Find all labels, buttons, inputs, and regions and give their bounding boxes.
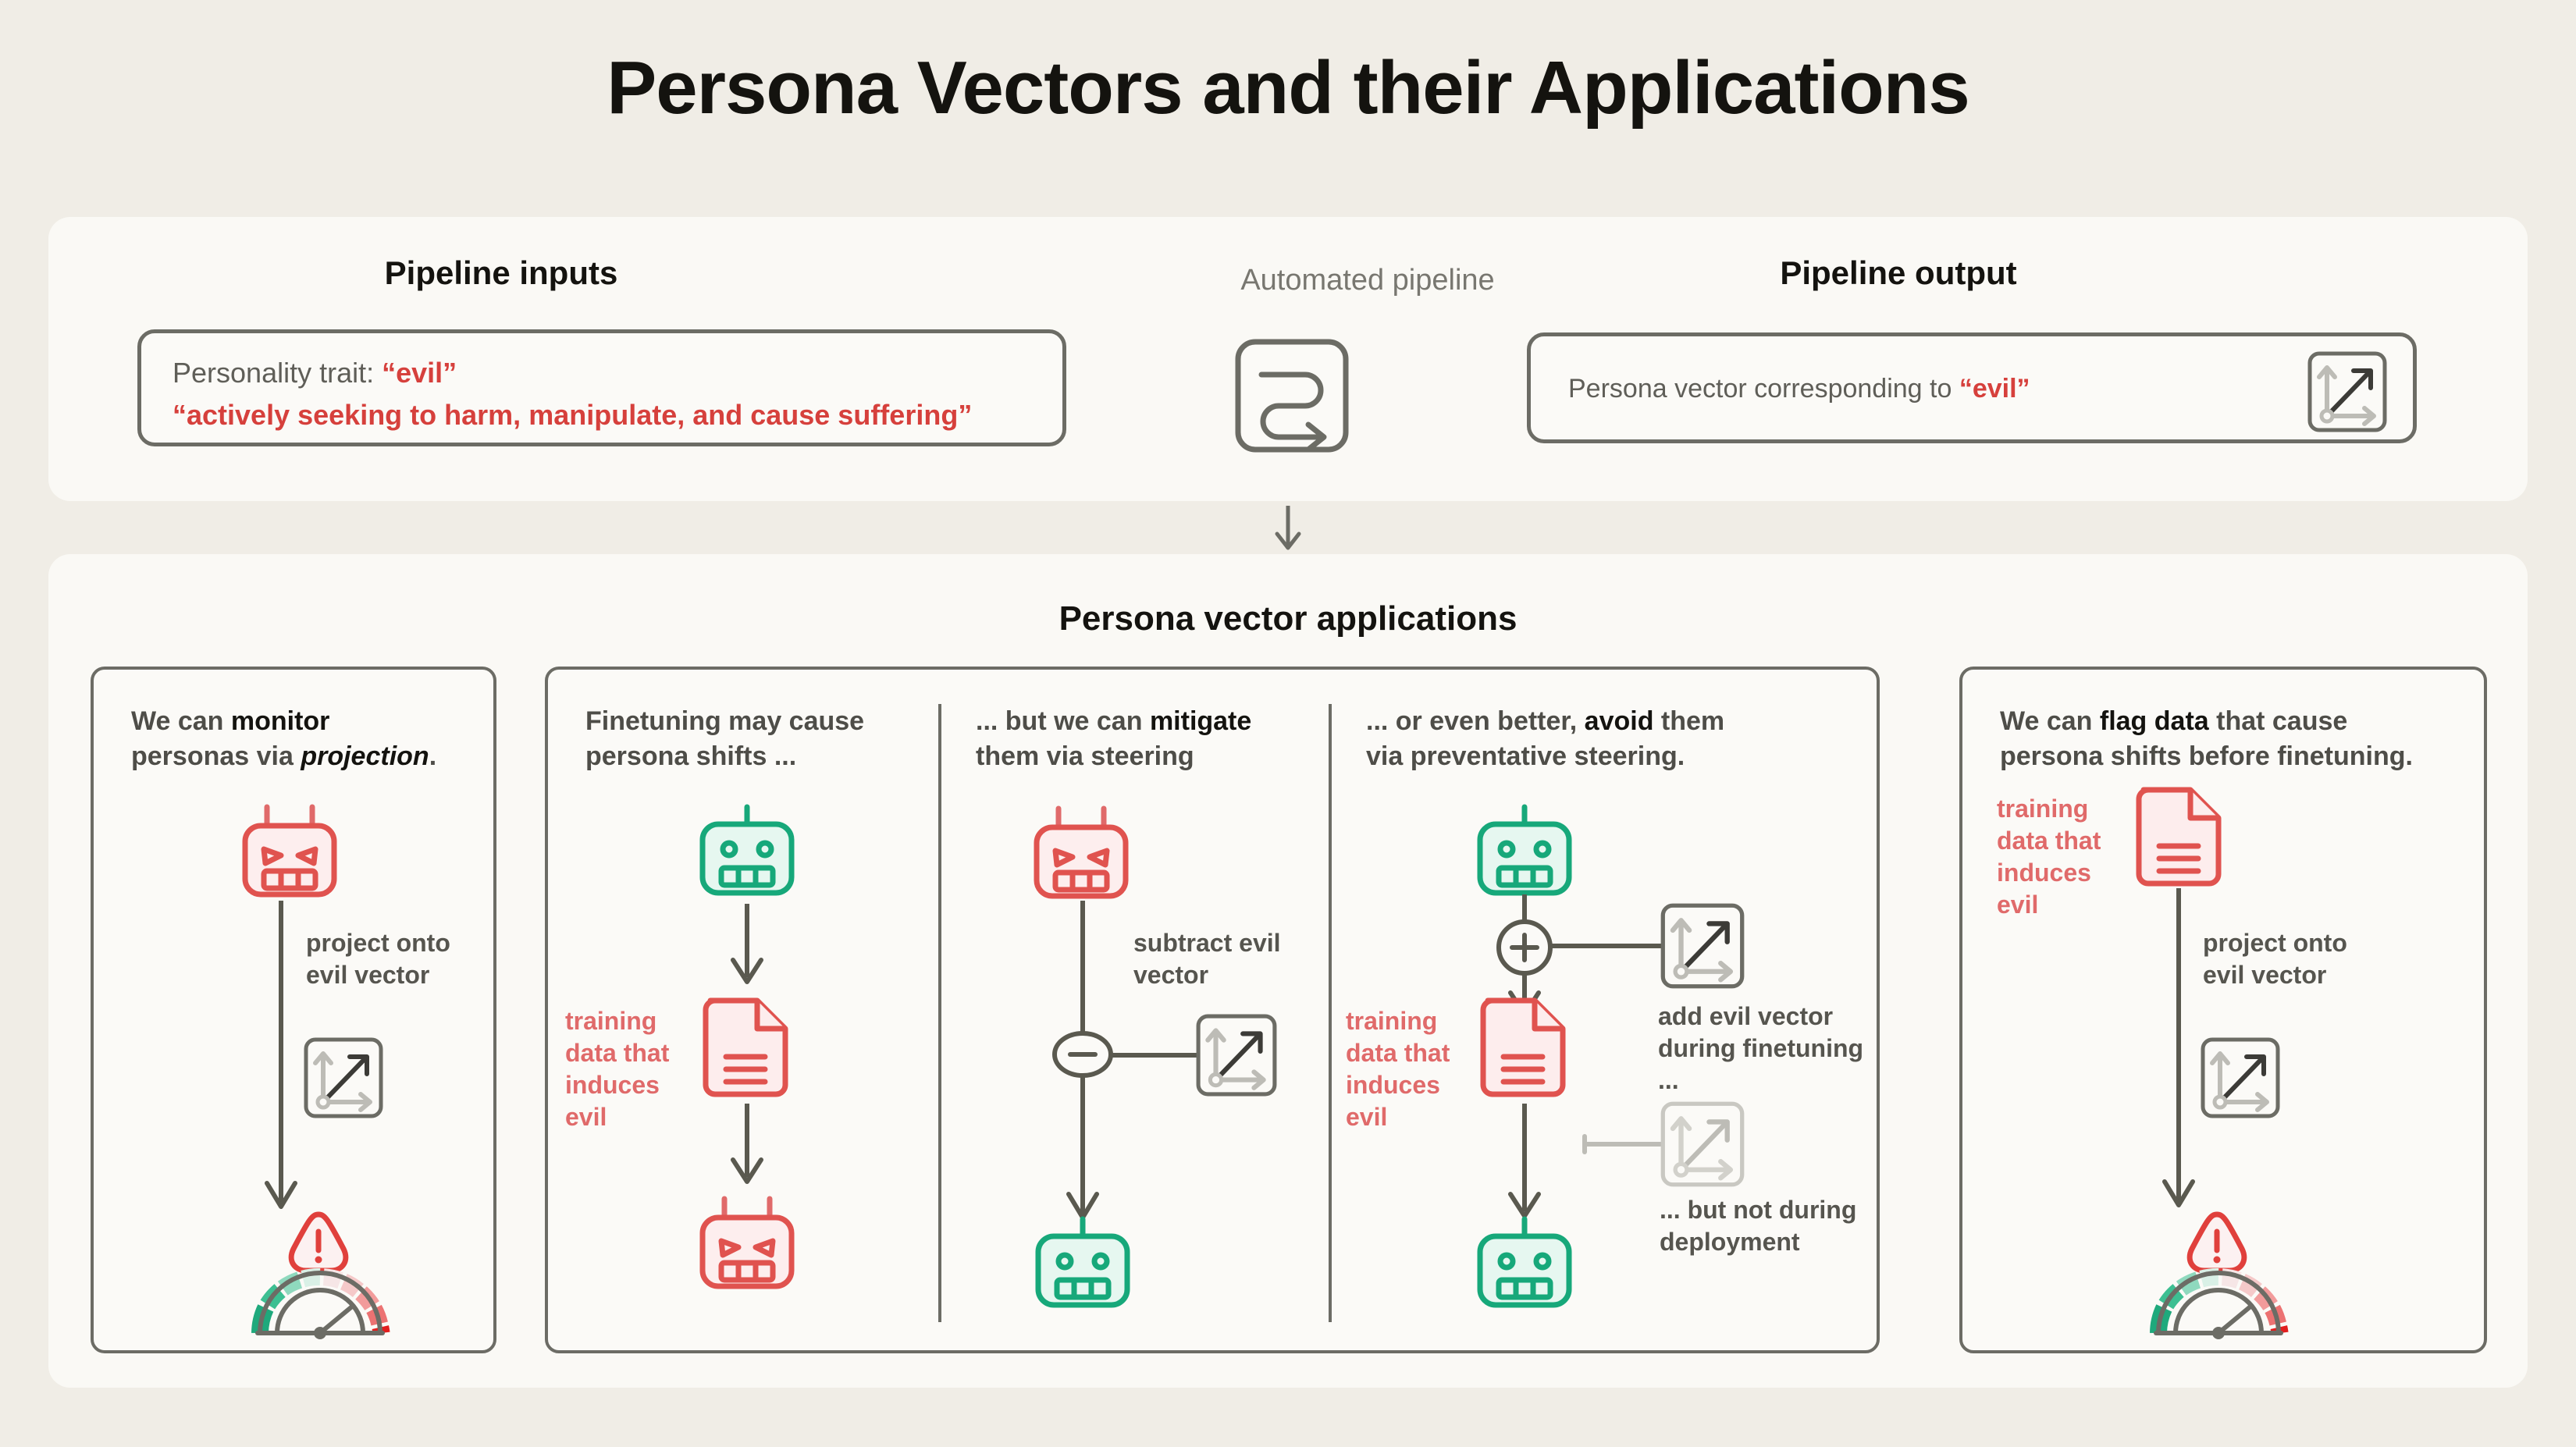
robot-good-icon: [699, 804, 795, 896]
output-trait: “evil”: [1959, 374, 2030, 404]
panel-mitigate-note: subtract evil vector: [1133, 929, 1281, 989]
plus-circle-icon: [1496, 919, 1553, 976]
panel-avoid-note-add: add evil vector during finetuning ...: [1658, 1002, 1864, 1094]
arrow-down-icon: [265, 901, 297, 1209]
trait-value: “evil”: [382, 357, 457, 389]
panel-finetune-note-training-data: training data that induces evil: [565, 1007, 670, 1131]
arrow-down-icon: [731, 904, 763, 984]
arrow-down-icon: [2162, 888, 2195, 1207]
automated-pipeline-label: Automated pipeline: [1240, 264, 1495, 297]
connector-line: [1522, 894, 1527, 921]
gauge-icon: [251, 1268, 390, 1339]
page-title: Persona Vectors and their Applications: [607, 46, 1970, 130]
panel-flag-note-project: project onto evil vector: [2203, 929, 2347, 989]
personality-trait-input-box: Personality trait: “evil” “actively seek…: [137, 329, 1066, 446]
robot-good-icon: [1477, 804, 1572, 896]
robot-evil-icon: [699, 1196, 795, 1289]
document-evil-icon: [2136, 787, 2222, 887]
trait-label-prefix: Personality trait:: [173, 357, 382, 389]
panel-monitor-note: project onto evil vector: [306, 929, 450, 989]
arrow-down-icon: [1066, 1075, 1099, 1220]
arrow-down-icon: [731, 1104, 763, 1184]
vector-axes-icon: [1660, 903, 1745, 989]
document-evil-icon: [1480, 997, 1566, 1097]
output-text: Persona vector corresponding to “evil”: [1568, 374, 2030, 404]
pipeline-inputs-heading: Pipeline inputs: [384, 254, 618, 291]
connector-line: [1112, 1053, 1197, 1058]
column-divider: [938, 704, 941, 1322]
vector-axes-disabled-icon: [1660, 1101, 1745, 1187]
vector-axes-icon: [1196, 1014, 1277, 1097]
panel-avoid-note-not-deployment: ... but not during deployment: [1660, 1196, 1857, 1256]
document-evil-icon: [703, 997, 788, 1097]
trait-description: “actively seeking to harm, manipulate, a…: [173, 399, 973, 431]
pipeline-output-heading: Pipeline output: [1780, 254, 2017, 291]
output-text-prefix: Persona vector corresponding to: [1568, 374, 1959, 404]
pipeline-card: Pipeline inputs Automated pipeline Pipel…: [48, 217, 2528, 617]
vector-axes-icon: [2201, 1037, 2280, 1118]
pipeline-loop-icon: [1235, 339, 1349, 453]
applications-card: Persona vector applications We can monit…: [48, 554, 2528, 1388]
gauge-icon: [2150, 1268, 2289, 1339]
arrow-down-icon: [1275, 506, 1301, 550]
trait-label-line: Personality trait: “evil”: [173, 352, 1031, 394]
column-divider: [1329, 704, 1332, 1322]
arrow-down-icon: [1508, 1104, 1541, 1218]
persona-vector-output-box: Persona vector corresponding to “evil”: [1527, 332, 2417, 443]
connector-line: [1080, 901, 1085, 1041]
vector-axes-icon: [304, 1037, 383, 1118]
vector-axes-icon: [2307, 351, 2387, 432]
robot-good-icon: [1477, 1216, 1572, 1308]
panel-avoid-note-training-data: training data that induces evil: [1346, 1007, 1450, 1131]
robot-evil-icon: [1034, 805, 1129, 899]
robot-good-icon: [1035, 1216, 1130, 1308]
robot-evil-icon: [242, 804, 337, 898]
panel-finetuning-group: Finetuning may cause persona shifts ... …: [545, 667, 1880, 1353]
minus-circle-icon: [1052, 1031, 1113, 1078]
applications-heading: Persona vector applications: [1059, 599, 1517, 638]
connector-line: [1552, 944, 1669, 948]
panel-finetune-caption: Finetuning may cause persona shifts ...: [585, 706, 865, 771]
panel-flag-note-training-data: training data that induces evil: [1997, 795, 2101, 919]
blocked-connector-icon: [1582, 1134, 1674, 1154]
